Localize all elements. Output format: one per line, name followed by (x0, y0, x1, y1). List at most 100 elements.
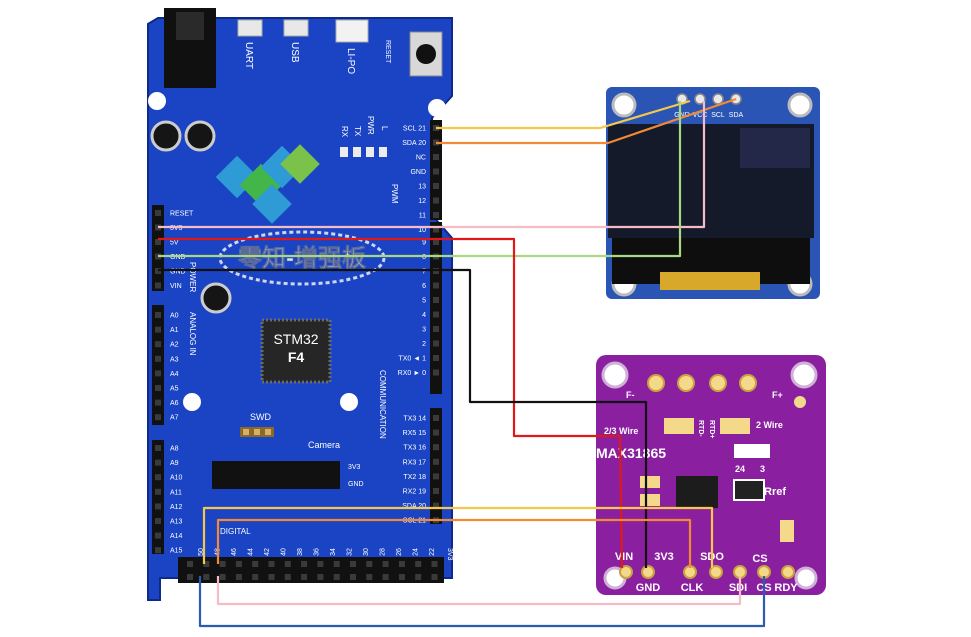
header-pin (433, 415, 439, 421)
bottom-pin-label: 29 (381, 588, 388, 596)
vcc-oled-wire (158, 101, 706, 229)
capacitor (200, 282, 232, 314)
bottom-pin-label: 34 (330, 548, 337, 556)
header-pin (317, 574, 324, 580)
digital-pin-label: SDA 20 (402, 140, 426, 147)
bottom-pin-label: 47 (234, 588, 241, 596)
bottom-pin-label: 51 (201, 588, 208, 596)
digital-pin-label: 12 (418, 198, 426, 205)
bottom-pin-label: 43 (267, 588, 274, 596)
led-tx-label: TX (353, 126, 362, 137)
oled-pin (712, 93, 724, 105)
bottom-pin-label: 35 (332, 588, 339, 596)
header-pin (155, 488, 161, 495)
terminal-pad (794, 396, 806, 408)
capacitor (150, 120, 182, 152)
bottom-pin-label: 28 (380, 548, 387, 556)
header-pin (203, 574, 210, 580)
comm-header (430, 408, 442, 524)
power-jack-inner (176, 12, 204, 40)
bottom-pin-label: 38 (297, 548, 304, 556)
uart-connector (237, 19, 263, 37)
max-pin-pad (781, 565, 795, 579)
header-pin (187, 574, 193, 580)
header-pin (155, 547, 161, 554)
header-pin (219, 574, 226, 580)
header-pin (433, 311, 439, 318)
led (379, 147, 387, 157)
max-bottom-pin-label: CLK (681, 582, 704, 594)
header-pin (155, 399, 161, 406)
digital-pin-label: 11 (419, 213, 426, 220)
digital-pin-label: 5 (422, 298, 426, 305)
mount-hole (148, 92, 166, 110)
status-leds: RX TX PWR L (340, 116, 389, 157)
max-ic (676, 476, 718, 508)
v5-wire (158, 237, 624, 569)
header-pin (155, 385, 161, 391)
header-pin (433, 297, 439, 303)
analog-pin-label: A14 (170, 533, 183, 540)
pwm-header (430, 222, 442, 394)
bottom-3v3-label: 3V3 (446, 548, 453, 561)
gnd-wire (158, 268, 648, 568)
mount-hole (428, 99, 446, 117)
max-cs-label: CS (752, 553, 767, 565)
header-pin (433, 473, 439, 480)
header-pin (155, 326, 161, 333)
oled-pin (694, 93, 706, 105)
smd-part (780, 520, 794, 542)
header-pin (155, 370, 161, 377)
header-pin (431, 574, 438, 580)
pwm-header-label: PWM (390, 184, 399, 204)
header-pin (433, 340, 439, 347)
bottom-pin-label: 42 (264, 548, 271, 556)
bottom-gnd-label: GND (170, 582, 177, 598)
power-pin-label: VIN (170, 283, 182, 290)
sdi-wire (216, 576, 742, 606)
bottom-pin-label: 32 (347, 548, 354, 556)
power-pin-label: GND (170, 254, 186, 261)
header-pin (433, 429, 439, 436)
analog-header-label: ANALOG IN (188, 312, 197, 356)
led-pwr-label: PWR (366, 116, 375, 135)
f-minus-label: F- (626, 390, 635, 400)
header-pin (433, 488, 439, 494)
header-pin (433, 212, 439, 218)
usb-label: USB (289, 42, 300, 63)
header-pin (284, 574, 291, 580)
header-pin (252, 574, 259, 580)
oled-mount-hole (787, 92, 813, 118)
mcu-label-line1: STM32 (273, 331, 318, 347)
oled-screen-glass (740, 128, 810, 168)
smd-part (640, 494, 660, 506)
header-pin (268, 574, 275, 580)
digital-pin-label: GND (410, 169, 426, 176)
header-pin (350, 561, 356, 567)
wire-left-label: 2/3 Wire (604, 426, 638, 436)
power-pin-label: GND (170, 269, 186, 276)
header-pin (333, 561, 340, 567)
header-pin (155, 532, 161, 539)
header-pin (155, 474, 161, 481)
oled-pin-label: SDA (729, 112, 744, 119)
header-pin (317, 561, 324, 567)
comm-pin-label: RX5 15 (403, 430, 426, 437)
header-pin (155, 210, 161, 216)
capacitor (184, 120, 216, 152)
digital-pin-label: 8 (422, 254, 426, 261)
terminal-pad (677, 374, 695, 392)
comm-pin-label: RX3 17 (403, 459, 426, 466)
swd-pin (254, 429, 260, 435)
header-pin (350, 574, 356, 580)
reset-label: RESET (384, 40, 391, 64)
analog-pin-label: A13 (170, 519, 183, 526)
oled-pin-label: SCL (711, 112, 725, 119)
bottom-pin-label: 30 (363, 548, 370, 556)
header-pin (433, 458, 439, 465)
analog-pin-label: A7 (170, 415, 179, 422)
terminal-pad (647, 374, 665, 392)
jumper-pad (664, 418, 694, 434)
analog-header (152, 305, 164, 425)
